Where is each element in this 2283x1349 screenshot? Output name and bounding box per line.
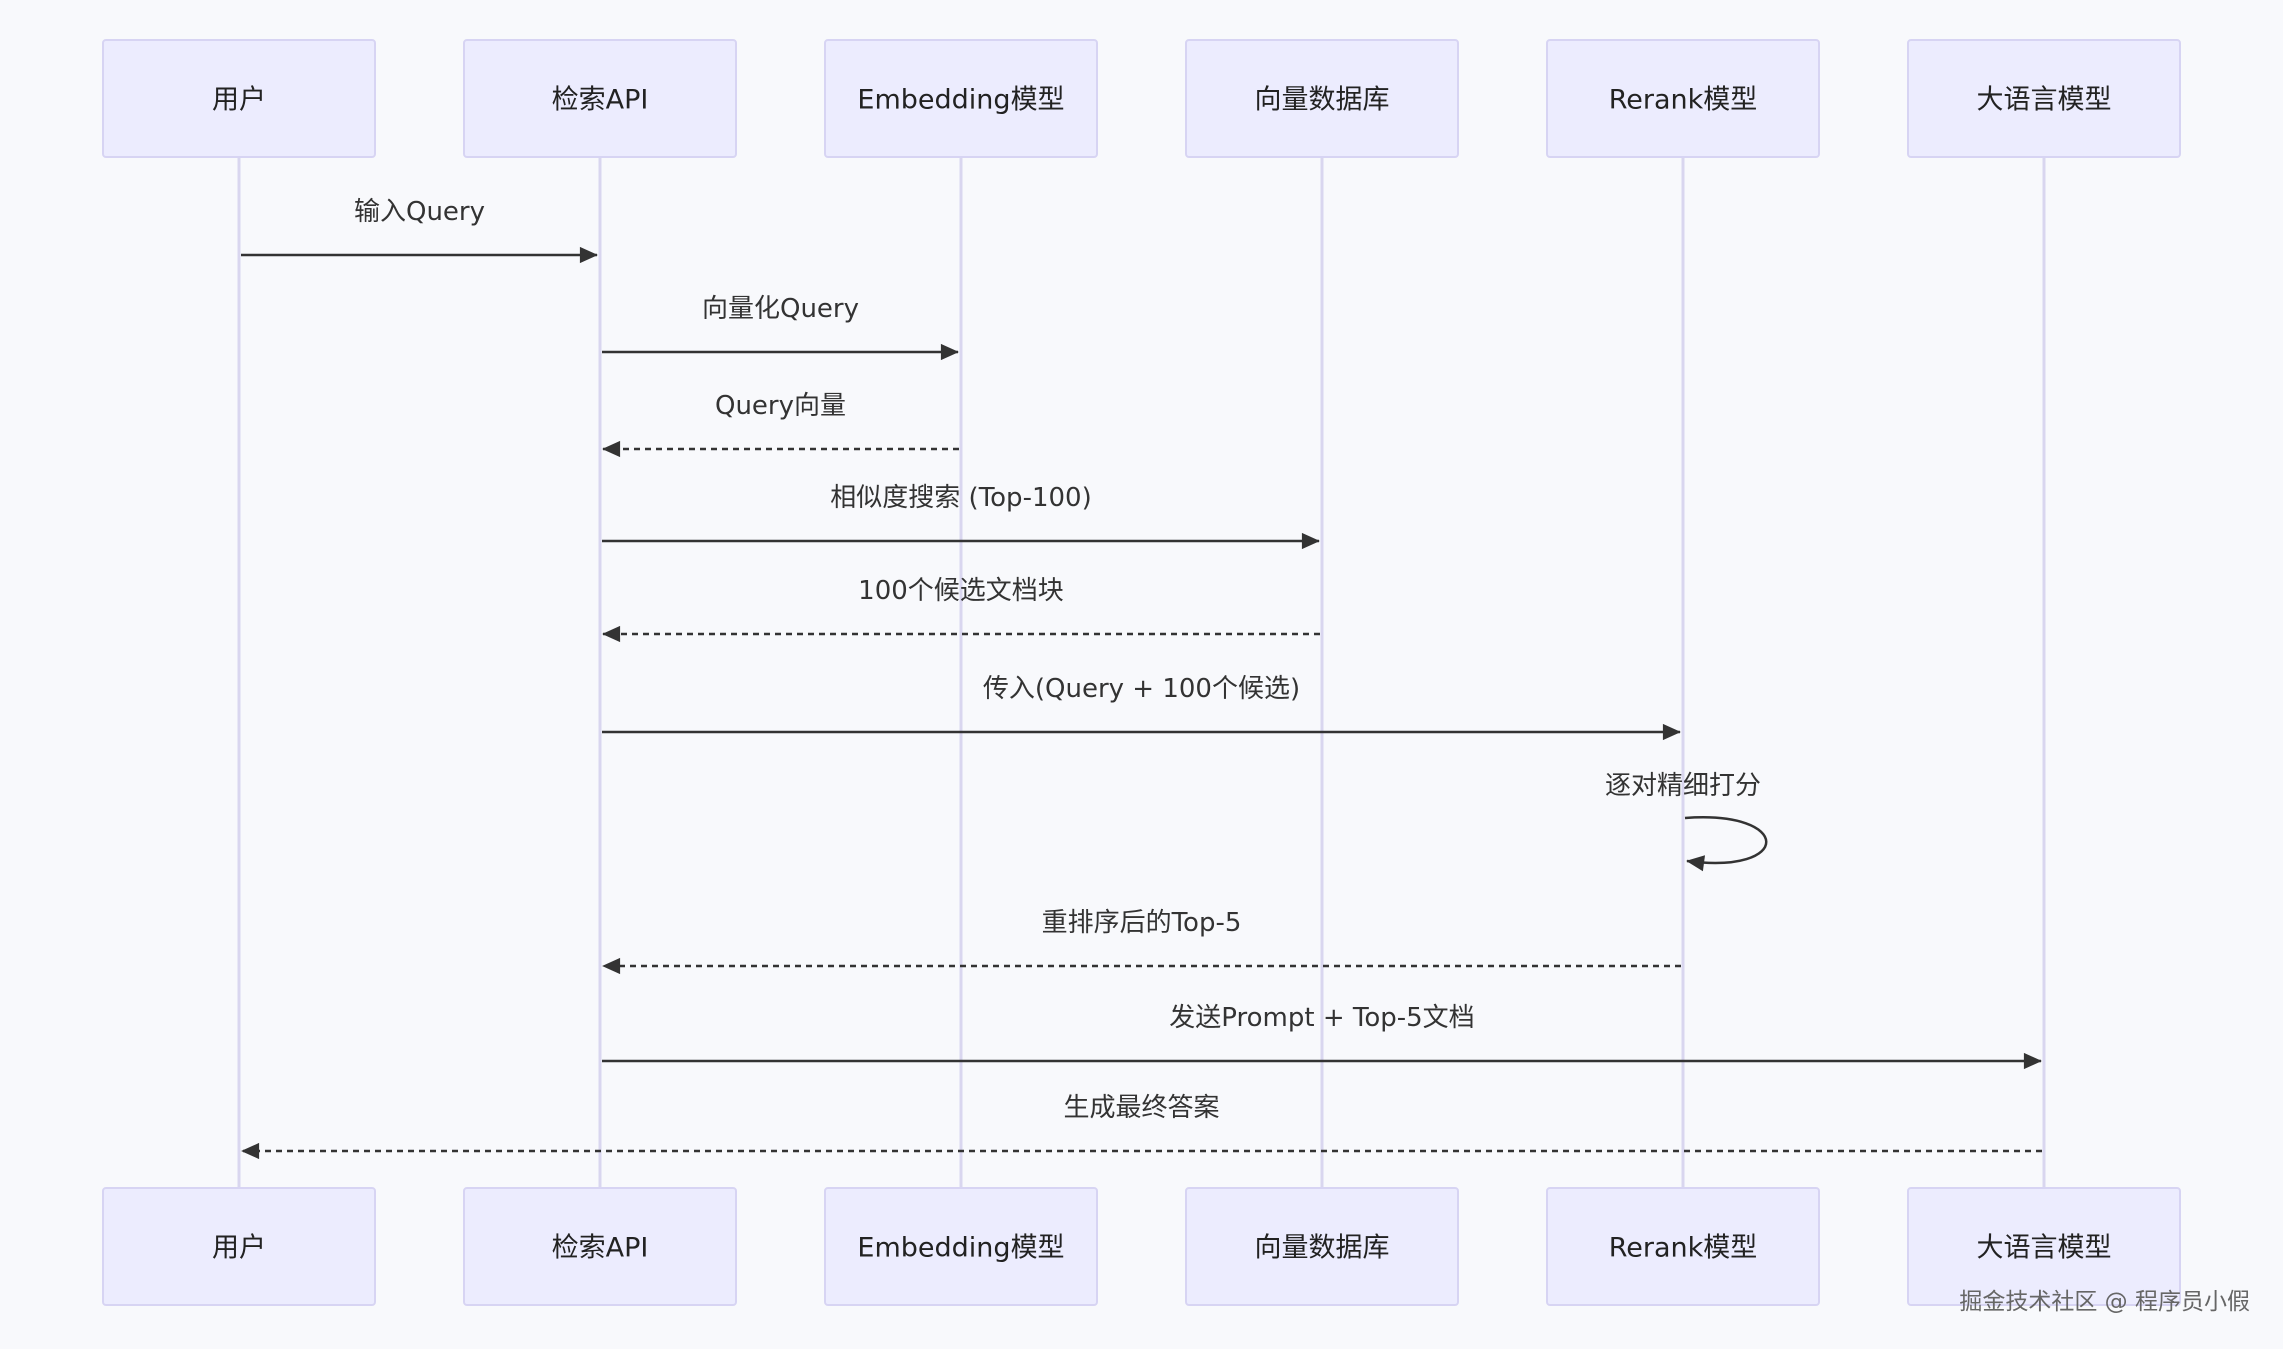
participant-label: 向量数据库 — [1255, 85, 1390, 116]
participant-rerank-bottom: Rerank模型 — [1546, 1187, 1820, 1306]
message-label: 输入Query — [354, 197, 485, 227]
participant-embed-bottom: Embedding模型 — [824, 1187, 1098, 1306]
message-4: 相似度搜索 (Top-100) — [602, 483, 1320, 550]
message-3: Query向量 — [602, 391, 959, 458]
self-arrow — [1684, 816, 1768, 872]
watermark: 掘金技术社区 @ 程序员小假 — [1959, 1289, 2250, 1315]
participant-vdb-bottom: 向量数据库 — [1185, 1187, 1459, 1306]
message-label: 100个候选文档块 — [858, 576, 1064, 606]
participant-box — [824, 39, 1098, 158]
message-2: 向量化Query — [602, 294, 959, 361]
participant-embed-top: Embedding模型 — [824, 39, 1098, 158]
message-label: 生成最终答案 — [1063, 1093, 1219, 1123]
participant-label: 大语言模型 — [1977, 1233, 2112, 1264]
message-label: 逐对精细打分 — [1605, 771, 1761, 801]
message-8: 重排序后的Top-5 — [602, 908, 1681, 975]
participant-llm-bottom: 大语言模型 — [1907, 1187, 2181, 1306]
participant-box — [1185, 1187, 1459, 1306]
participant-label: 检索API — [552, 1233, 649, 1264]
participant-label: 大语言模型 — [1977, 85, 2112, 116]
participant-box — [1546, 1187, 1820, 1306]
participant-box — [1546, 39, 1820, 158]
message-6: 传入(Query + 100个候选) — [602, 674, 1681, 741]
participant-box — [824, 1187, 1098, 1306]
participant-api-top: 检索API — [463, 39, 737, 158]
message-9: 发送Prompt + Top-5文档 — [602, 1003, 2042, 1070]
message-label: 相似度搜索 (Top-100) — [830, 483, 1091, 513]
participant-rerank-top: Rerank模型 — [1546, 39, 1820, 158]
participant-label: 用户 — [212, 1233, 266, 1264]
participant-api-bottom: 检索API — [463, 1187, 737, 1306]
message-10: 生成最终答案 — [241, 1093, 2042, 1160]
message-label: 向量化Query — [702, 294, 859, 324]
message-1: 输入Query — [241, 197, 598, 264]
participant-label: 向量数据库 — [1255, 1233, 1390, 1264]
participant-box — [1185, 39, 1459, 158]
participant-box — [1907, 39, 2181, 158]
participant-box — [463, 1187, 737, 1306]
message-label: 发送Prompt + Top-5文档 — [1169, 1003, 1474, 1033]
participant-label: Embedding模型 — [857, 1233, 1064, 1264]
participant-llm-top: 大语言模型 — [1907, 39, 2181, 158]
participant-user-top: 用户 — [102, 39, 376, 158]
message-5: 100个候选文档块 — [602, 576, 1320, 643]
participant-label: Embedding模型 — [857, 85, 1064, 116]
participant-label: 用户 — [212, 85, 266, 116]
participant-label: Rerank模型 — [1609, 1233, 1758, 1264]
participant-label: Rerank模型 — [1609, 85, 1758, 116]
participant-box — [102, 39, 376, 158]
message-label: 传入(Query + 100个候选) — [983, 674, 1300, 704]
participant-label: 检索API — [552, 85, 649, 116]
participant-vdb-top: 向量数据库 — [1185, 39, 1459, 158]
participant-user-bottom: 用户 — [102, 1187, 376, 1306]
message-7: 逐对精细打分 — [1605, 771, 1768, 872]
participant-box — [463, 39, 737, 158]
message-label: 重排序后的Top-5 — [1042, 908, 1242, 938]
participant-box — [102, 1187, 376, 1306]
message-label: Query向量 — [715, 391, 846, 421]
participant-box — [1907, 1187, 2181, 1306]
